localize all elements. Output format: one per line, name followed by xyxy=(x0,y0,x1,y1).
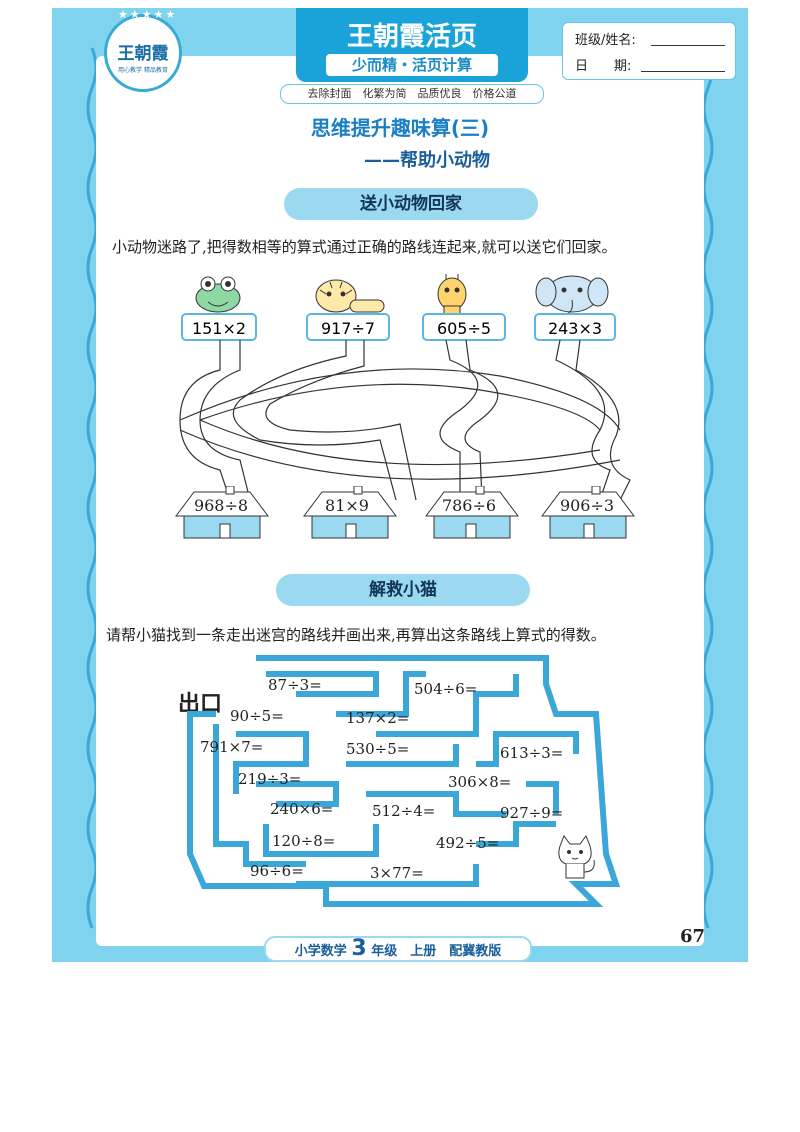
house-icons xyxy=(175,486,635,539)
section-instruction-animals: 小动物迷路了,把得数相等的算式通过正确的路线连起来,就可以送它们回家。 xyxy=(112,238,617,256)
maze-expr-2: 504÷6= xyxy=(414,680,478,698)
maze-expr-15: 96÷6= xyxy=(250,862,304,880)
section-instruction-cat: 请帮小猫找到一条走出迷宫的路线并画出来,再算出这条路线上算式的得数。 xyxy=(106,626,606,644)
maze-expr-10: 240×6= xyxy=(270,800,334,818)
maze-expr-4: 137×2= xyxy=(346,709,410,727)
maze-expr-6: 530÷5= xyxy=(346,740,410,758)
student-info-box: 班级/姓名: 日 期: xyxy=(562,22,736,80)
house-expr-3: 786÷6 xyxy=(441,496,497,515)
page-number: 67 xyxy=(680,926,706,947)
date-label: 日 期: xyxy=(575,59,632,74)
maze-expr-7: 613÷3= xyxy=(500,744,564,762)
house-icon xyxy=(425,486,519,539)
brand-subtitle: 少而精・活页计算 xyxy=(326,54,498,76)
date-field[interactable] xyxy=(641,71,725,72)
maze-expr-14: 492÷5= xyxy=(436,834,500,852)
animal-icons xyxy=(195,274,609,316)
cat-icon xyxy=(558,834,595,879)
maze-expr-8: 219÷3= xyxy=(238,770,302,788)
maze-expr-9: 306×8= xyxy=(448,773,512,791)
wavy-border xyxy=(86,47,714,929)
tiger-icon xyxy=(315,279,385,313)
maze-expr-13: 120÷8= xyxy=(272,832,336,850)
class-name-field[interactable] xyxy=(651,45,725,46)
house-icon xyxy=(175,486,269,539)
animal-expr-elephant: 243×3 xyxy=(534,313,616,341)
frog-icon xyxy=(195,276,241,313)
brand-banner: 王朝霞活页 少而精・活页计算 xyxy=(296,8,528,82)
brand-title: 王朝霞活页 xyxy=(346,22,477,52)
page-subtitle: ——帮助小动物 xyxy=(364,150,490,171)
elephant-icon xyxy=(535,275,609,315)
house-expr-1: 968÷8 xyxy=(193,496,249,515)
maze-expr-16: 3×77= xyxy=(370,864,424,882)
section-heading-animals: 送小动物回家 xyxy=(284,188,538,220)
footer-subject: 小学数学 xyxy=(294,944,347,959)
maze-expr-1: 87÷3= xyxy=(268,676,322,694)
house-expr-2: 81×9 xyxy=(325,496,369,515)
class-name-label: 班级/姓名: xyxy=(575,33,636,48)
animal-expr-giraffe: 605÷5 xyxy=(422,313,506,341)
path-maze[interactable] xyxy=(160,340,640,500)
footer-grade-text: 年级 上册 配冀教版 xyxy=(371,944,502,959)
star-icon: ★★★★★ xyxy=(118,8,178,21)
footer-grade-number: 3 xyxy=(351,936,367,961)
maze-expr-5: 791×7= xyxy=(200,738,264,756)
section-heading-cat: 解救小猫 xyxy=(276,574,530,606)
logo: 王朝霞 用心教学 精品教育 xyxy=(104,14,182,92)
cat-maze[interactable] xyxy=(176,654,626,914)
house-icon xyxy=(303,486,397,539)
maze-expr-12: 927÷9= xyxy=(500,804,564,822)
house-expr-4: 906÷3 xyxy=(559,496,615,515)
house-icon xyxy=(541,486,635,539)
animal-expr-frog: 151×2 xyxy=(181,313,257,341)
footer-grade-banner: 小学数学 3 年级 上册 配冀教版 xyxy=(264,936,532,962)
giraffe-icon xyxy=(437,274,467,316)
maze-expr-3: 90÷5= xyxy=(230,707,284,725)
animal-expr-tiger: 917÷7 xyxy=(306,313,390,341)
page-title: 思维提升趣味算(三) xyxy=(310,116,490,140)
maze-expr-11: 512÷4= xyxy=(372,802,436,820)
slogan: 去除封面 化繁为简 品质优良 价格公道 xyxy=(280,84,544,104)
